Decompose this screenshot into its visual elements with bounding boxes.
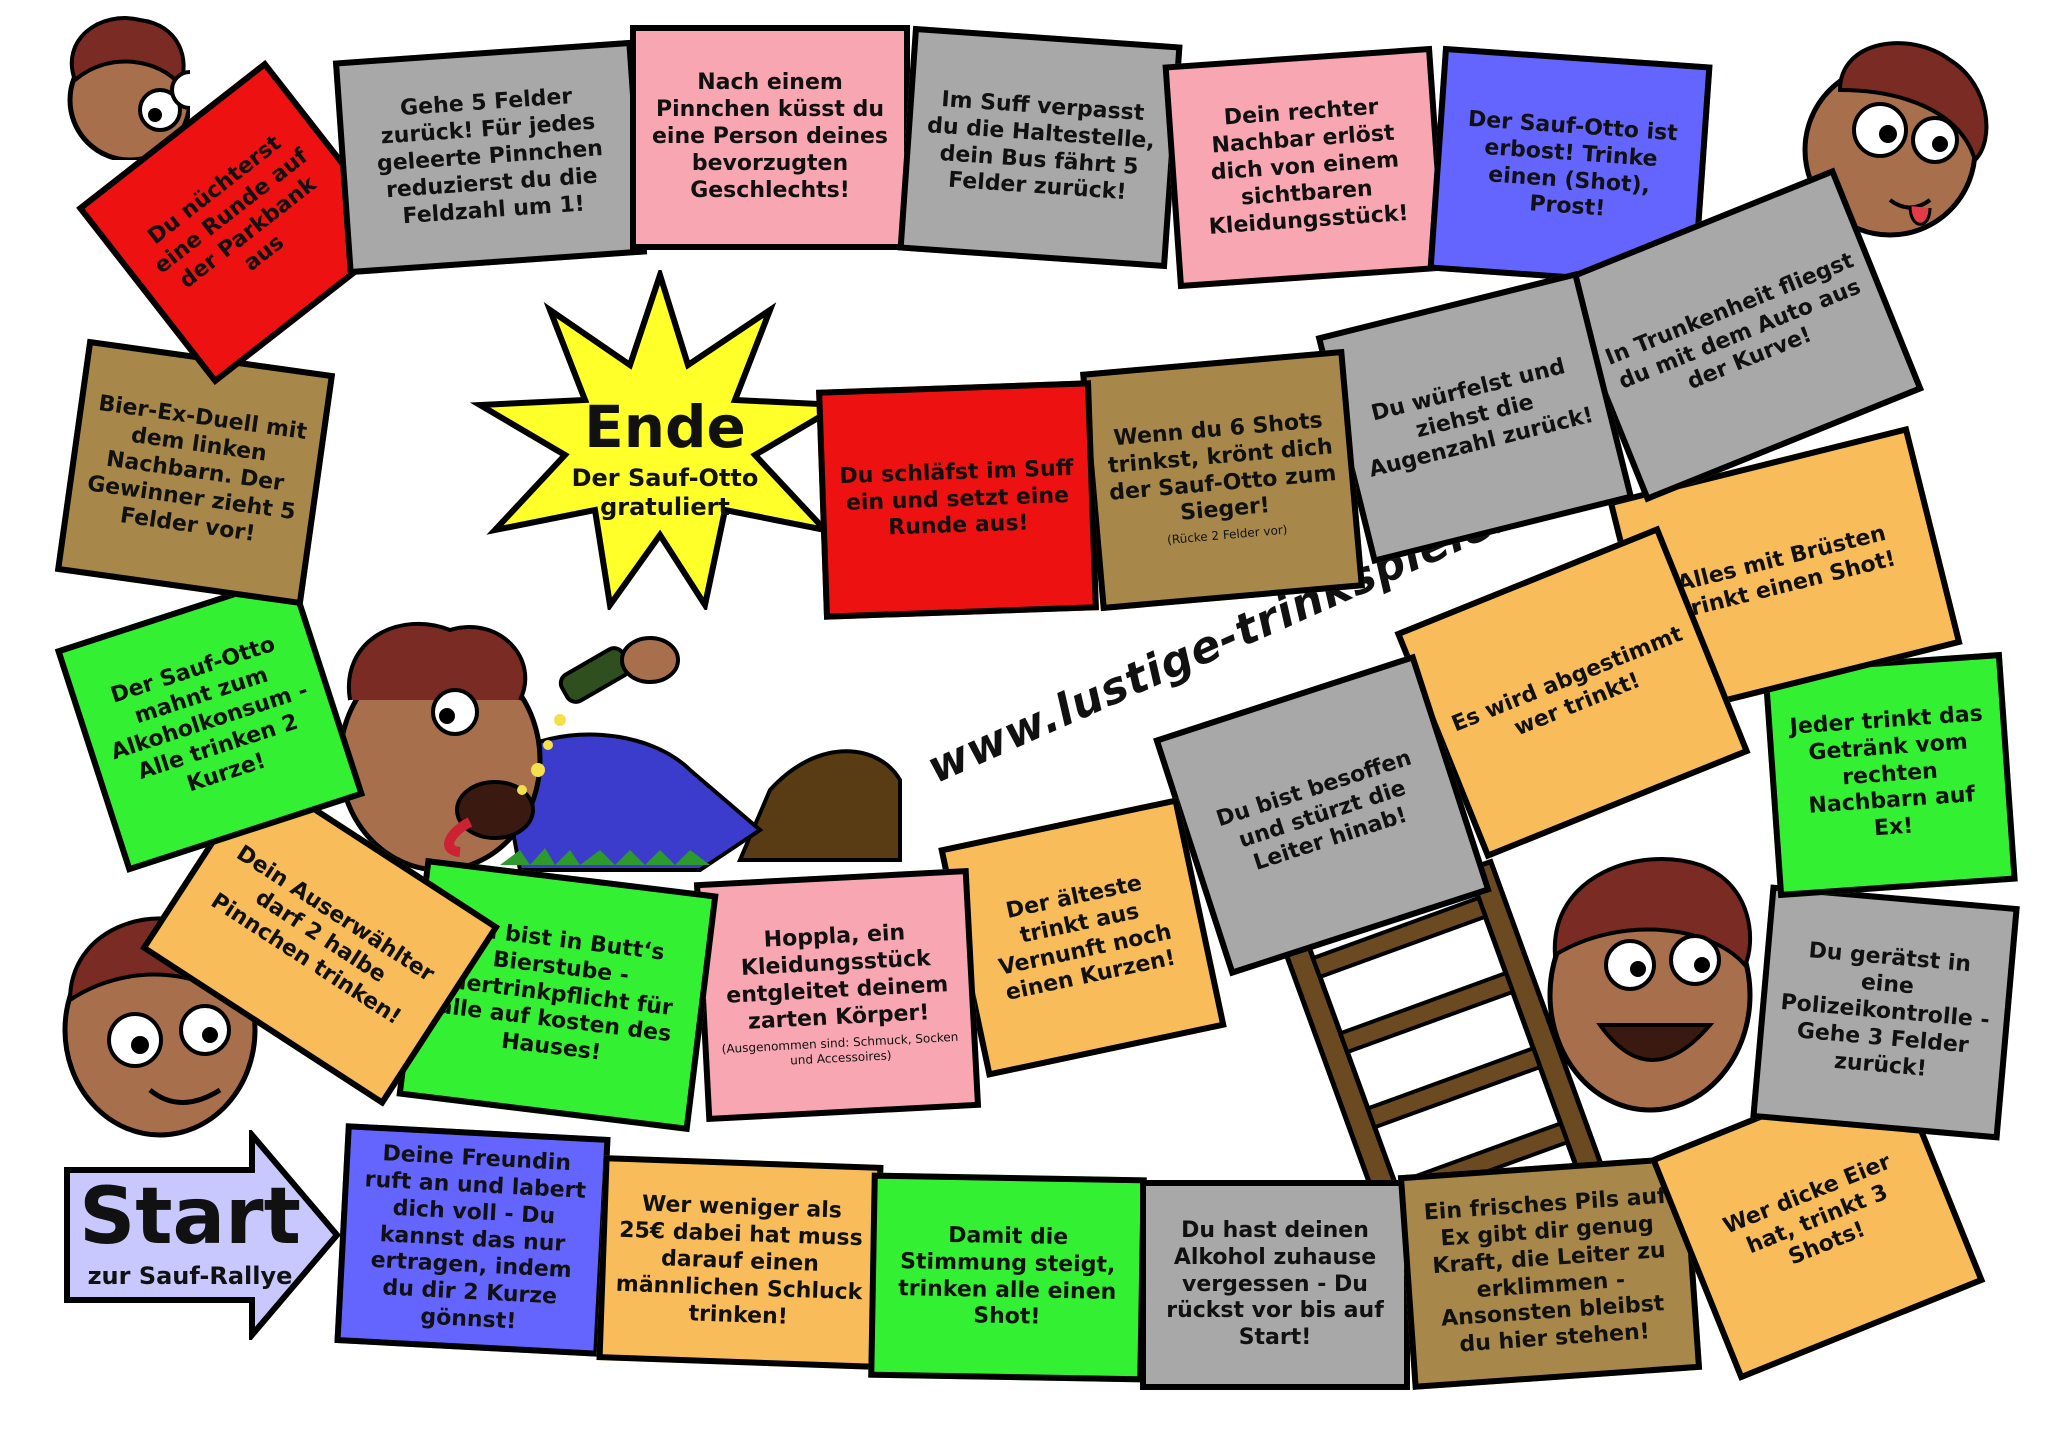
tile-6-shots: Wenn du 6 Shots trinkst, krönt dich der … xyxy=(1080,348,1365,612)
tile-note: (Rücke 2 Felder vor) xyxy=(1166,522,1289,548)
start-subtitle: zur Sauf-Rallye xyxy=(87,1262,293,1290)
tile-hoppla: Hoppla, ein Kleidungsstück entgleitet de… xyxy=(693,867,982,1123)
tile-frisches-pils: Ein frisches Pils auf Ex gibt dir genug … xyxy=(1397,1155,1703,1390)
ende-title: Ende xyxy=(584,393,746,461)
tile-pinnchen-kuss: Nach einem Pinnchen küsst du eine Person… xyxy=(630,25,910,250)
tile-text: Du gerätst in eine Polizeikontrolle - Ge… xyxy=(1779,938,1991,1082)
tile-text: Der Sauf-Otto mahnt zum Alkoholkonsum - … xyxy=(107,632,312,798)
start-arrow xyxy=(64,1130,341,1340)
tile-text: Du bist besoffen und stürzt die Leiter h… xyxy=(1213,745,1415,877)
face-top-left xyxy=(67,16,190,160)
tile-bier-ex-duell: Bier-Ex-Duell mit dem linken Nachbarn. D… xyxy=(54,338,336,607)
ende-label: Ende Der Sauf-Otto gratuliert xyxy=(560,398,770,522)
start-title: Start xyxy=(79,1172,301,1262)
tile-polizeikontrolle: Du gerätst in eine Polizeikontrolle - Ge… xyxy=(1750,884,2020,1141)
face-bottom-right xyxy=(1547,857,1753,1113)
tile-rechter-nachbar: Dein rechter Nachbar erlöst dich von ein… xyxy=(1162,45,1448,290)
tile-5-felder-zurueck: Gehe 5 Felder zurück! Für jedes geleerte… xyxy=(332,39,648,276)
tile-text: Jeder trinkt das Getränk vom rechten Nac… xyxy=(1788,701,1984,842)
tile-stimmung: Damit die Stimmung steigt, trinken alle … xyxy=(868,1172,1147,1383)
ende-burst xyxy=(470,270,850,610)
tile-text: Wer dicke Eier hat, trinkt 3 Shots! xyxy=(1719,1149,1895,1271)
tile-text: Hoppla, ein Kleidungsstück entgleitet de… xyxy=(725,920,949,1035)
tile-text: Du nüchterst eine Runde auf der Parkbank… xyxy=(143,130,321,294)
tile-text: Im Suff verpasst du die Haltestelle, dei… xyxy=(926,86,1156,206)
tile-weniger-25: Wer weniger als 25€ dabei hat muss darau… xyxy=(596,1155,884,1370)
tile-text: Du hast deinen Alkohol zuhause vergessen… xyxy=(1166,1217,1384,1351)
tile-text: Der Sauf-Otto ist erbost! Trinke einen (… xyxy=(1467,106,1679,222)
tile-text: Ein frisches Pils auf Ex gibt dir genug … xyxy=(1422,1183,1668,1358)
face-top-right xyxy=(1802,41,1989,238)
tile-note: (Ausgenommen sind: Schmuck, Socken und A… xyxy=(721,1029,959,1068)
drinking-character xyxy=(337,621,902,873)
tile-freundin: Deine Freundin ruft an und labert dich v… xyxy=(334,1123,611,1357)
tile-getraenk-nachbar: Jeder trinkt das Getränk vom rechten Nac… xyxy=(1762,651,2018,899)
tile-text: Du würfelst und ziehst die Augenzahl zur… xyxy=(1366,354,1596,483)
tile-haltestelle: Im Suff verpasst du die Haltestelle, dei… xyxy=(897,25,1183,270)
tile-text: In Trunkenheit fliegst du mit dem Auto a… xyxy=(1601,247,1865,396)
tile-text: Bier-Ex-Duell mit dem linken Nachbarn. D… xyxy=(85,391,309,547)
tile-alkohol-zuhause: Du hast deinen Alkohol zuhause vergessen… xyxy=(1140,1180,1410,1390)
ende-subtitle: Der Sauf-Otto gratuliert xyxy=(571,464,759,521)
start-label: Start zur Sauf-Rallye xyxy=(70,1178,310,1290)
tile-text: Dein rechter Nachbar erlöst dich von ein… xyxy=(1208,95,1410,240)
tile-aelteste: Der älteste trinkt aus Vernunft noch ein… xyxy=(938,797,1227,1078)
tile-text: Der älteste trinkt aus Vernunft noch ein… xyxy=(996,870,1178,1007)
tile-text: Gehe 5 Felder zurück! Für jedes geleerte… xyxy=(376,84,604,229)
tile-text: Nach einem Pinnchen küsst du eine Person… xyxy=(651,70,889,203)
tile-text: Es wird abgestimmt wer trinkt! xyxy=(1448,621,1687,741)
tile-text: Du schläfst im Suff ein und setzt eine R… xyxy=(839,455,1074,541)
tile-text: Wenn du 6 Shots trinkst, krönt dich der … xyxy=(1107,407,1338,527)
tile-text: Deine Freundin ruft an und labert dich v… xyxy=(364,1141,587,1335)
tile-schlaefst: Du schläfst im Suff ein und setzt eine R… xyxy=(816,380,1099,620)
tile-text: Wer weniger als 25€ dabei hat muss darau… xyxy=(615,1191,864,1330)
tile-text: Damit die Stimmung steigt, trinken alle … xyxy=(898,1222,1117,1330)
